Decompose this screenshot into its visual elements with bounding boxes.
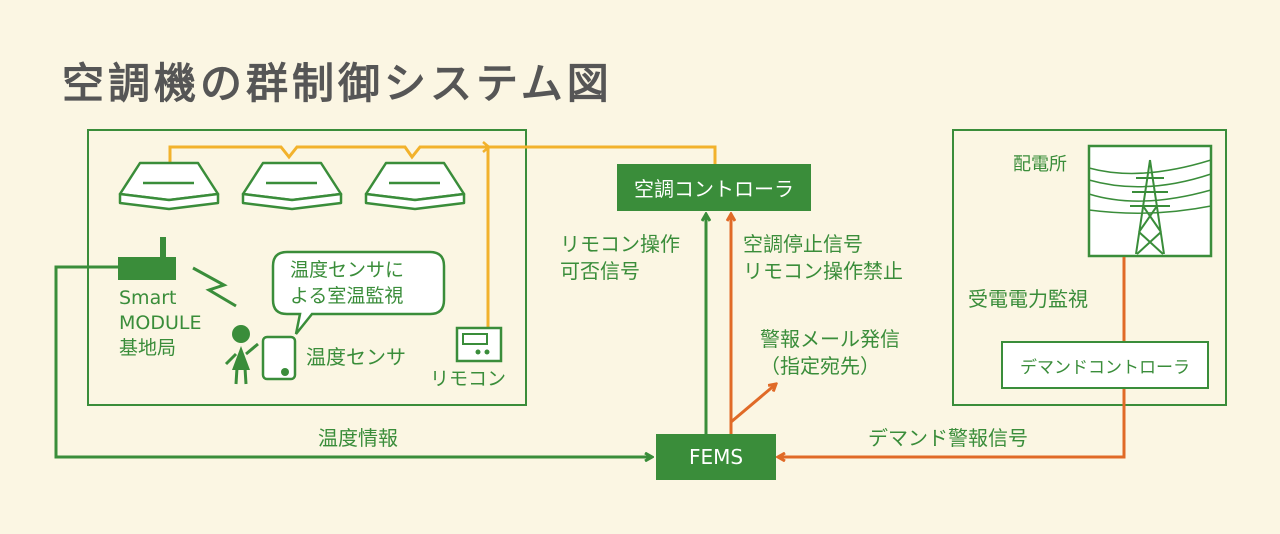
- temp-info-arrow: [54, 265, 652, 457]
- aircon-controller-label: 空調コントローラ: [634, 177, 794, 201]
- person-icon: [224, 325, 259, 385]
- antenna-icon: [160, 237, 166, 261]
- demand-alert-label: デマンド警報信号: [868, 426, 1028, 450]
- demand-controller-box: [1001, 341, 1209, 389]
- stop-signal-label: 空調停止信号 リモコン操作禁止: [743, 232, 903, 283]
- temp-info-label: 温度情報: [318, 426, 398, 450]
- power-tower-icon: [1087, 144, 1213, 258]
- power-monitor-label: 受電電力監視: [968, 287, 1088, 311]
- fems-label: FEMS: [688, 445, 744, 469]
- yellow-link: [168, 141, 717, 328]
- smart-module-box: [118, 257, 176, 280]
- demand-alert-arrow: [778, 388, 1126, 457]
- substation-label: 配電所: [1013, 154, 1067, 175]
- remote-op-label: リモコン操作 可否信号: [560, 232, 680, 283]
- lightning-icon: [192, 266, 237, 308]
- remote-icon: [455, 326, 503, 363]
- alert-mail-label: 警報メール発信 （指定宛先）: [760, 327, 900, 378]
- callout-text: 温度センサに よる室温監視: [290, 259, 405, 307]
- ceiling-aircon-icon: [364, 161, 466, 211]
- ceiling-aircon-icon: [118, 161, 220, 211]
- sensor-icon: [261, 335, 297, 381]
- aircon-controller-box: [617, 164, 811, 211]
- alert-mail-arrow: [730, 384, 776, 424]
- temp-sensor-label: 温度センサ: [306, 345, 406, 369]
- page-title: 空調機の群制御システム図: [62, 59, 613, 108]
- smart-module-label: Smart MODULE 基地局: [119, 287, 202, 359]
- fems-box: [656, 434, 776, 480]
- ceiling-aircon-icon: [241, 161, 343, 211]
- callout-bubble: [271, 250, 446, 335]
- substation-area: [952, 129, 1227, 406]
- remote-label: リモコン: [430, 368, 507, 390]
- demand-controller-label: デマンドコントローラ: [1020, 357, 1190, 378]
